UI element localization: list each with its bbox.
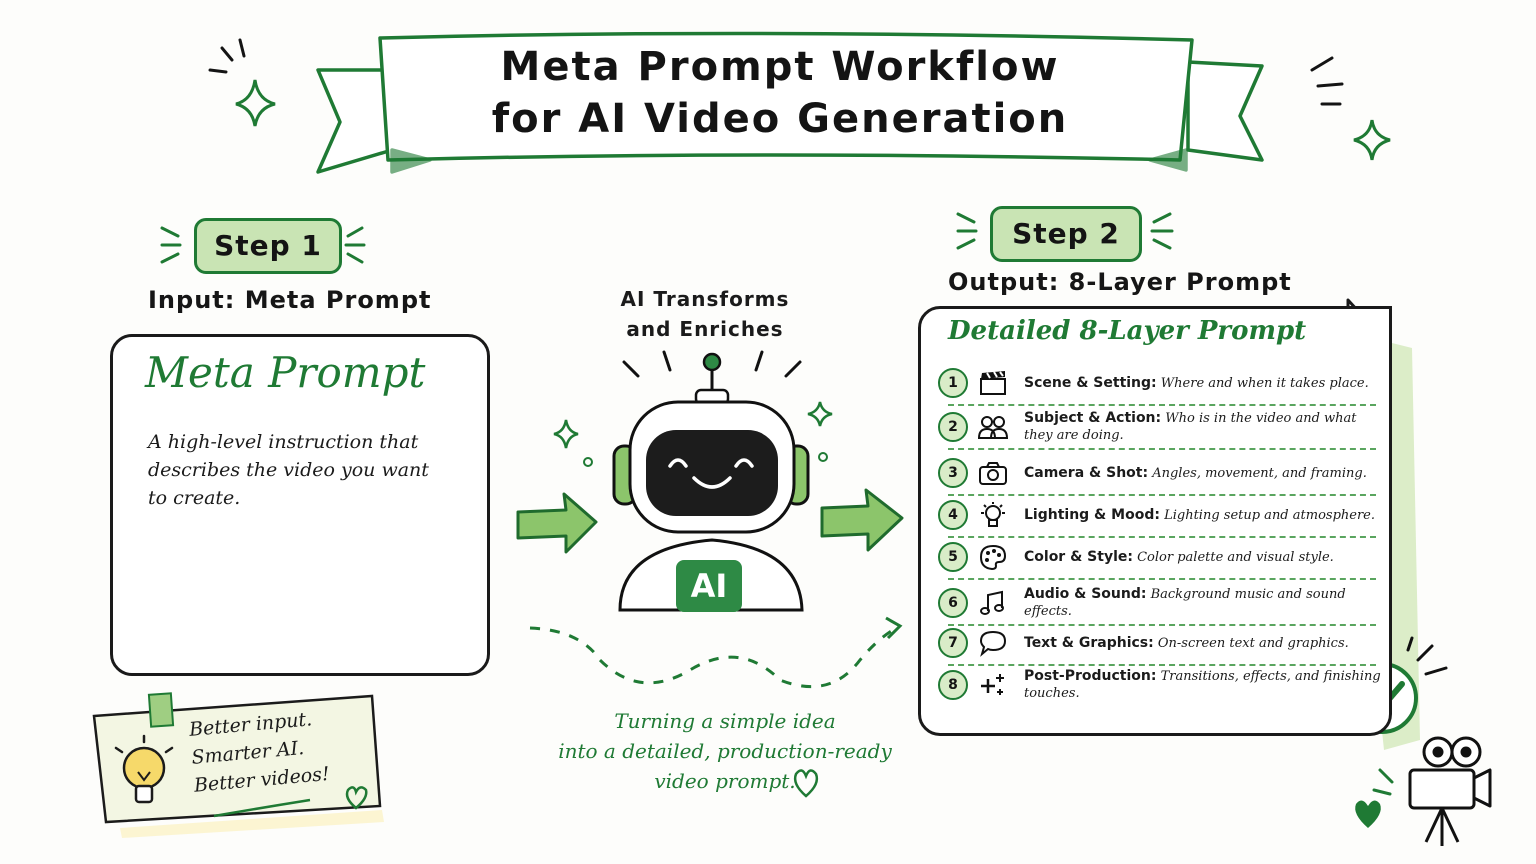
music-note-icon (976, 588, 1010, 618)
layer-item: 6 Audio & Sound: Background music and sou… (938, 582, 1383, 624)
step-1-heading: Input: Meta Prompt (148, 286, 432, 314)
layer-divider (948, 494, 1376, 496)
layer-name: Color & Style: (1024, 548, 1133, 565)
title-line-2: for AI Video Generation (491, 96, 1069, 142)
layer-name: Audio & Sound: (1024, 586, 1147, 602)
layer-text: Lighting & Mood: Lighting setup and atmo… (1024, 507, 1375, 524)
note-text: Better input. Smarter AI. Better videos! (188, 701, 365, 799)
layer-divider (948, 404, 1376, 406)
layer-text: Audio & Sound: Background music and soun… (1024, 586, 1383, 620)
layer-name: Lighting & Mood: (1024, 506, 1160, 523)
flow-dashed-arrow (529, 624, 901, 689)
layer-name: Camera & Shot: (1024, 464, 1149, 481)
layer-number-badge: 3 (938, 458, 968, 488)
layer-description: Background music and sound effects. (1024, 587, 1346, 619)
layer-description: Who is in the video and what they are do… (1024, 411, 1357, 443)
arrow-right-icon (516, 488, 904, 554)
layer-text: Post-Production: Transitions, effects, a… (1024, 668, 1383, 702)
layer-number-badge: 8 (938, 670, 968, 700)
heart-icon (1355, 800, 1381, 828)
layer-divider (948, 536, 1376, 538)
layer-number-badge: 1 (938, 368, 968, 398)
speech-bubble-icon (976, 628, 1010, 658)
lightbulb-icon (114, 734, 174, 804)
camera-icon (976, 458, 1010, 488)
layer-item: 4 Lighting & Mood: Lighting setup and atm… (938, 494, 1383, 536)
film-camera-icon (1408, 736, 1492, 846)
meta-prompt-description: A high-level instruction that describes … (148, 431, 429, 509)
flow-caption: Turning a simple idea into a detailed, p… (540, 706, 910, 796)
layer-item: 8 Post-Production: Transitions, effects, … (938, 664, 1383, 706)
caption-line-1: Turning a simple idea (614, 709, 836, 733)
caption-line-3: video prompt. (654, 769, 796, 793)
layer-description: On-screen text and graphics. (1157, 635, 1349, 651)
layer-name: Scene & Setting: (1024, 374, 1157, 391)
layer-name: Subject & Action: (1024, 410, 1162, 426)
layer-name: Text & Graphics: (1024, 634, 1154, 651)
layer-divider (948, 578, 1376, 580)
caption-line-2: into a detailed, production-ready (558, 739, 892, 763)
meta-prompt-card (110, 334, 490, 676)
layer-text: Color & Style: Color palette and visual … (1024, 549, 1334, 566)
layer-divider (948, 448, 1376, 450)
layer-item: 1 Scene & Setting: Where and when it take… (938, 362, 1383, 404)
layer-text: Camera & Shot: Angles, movement, and fra… (1024, 465, 1367, 482)
layer-number-badge: 7 (938, 628, 968, 658)
layer-description: Color palette and visual style. (1137, 549, 1334, 565)
layer-number-badge: 5 (938, 542, 968, 572)
layer-number-badge: 6 (938, 588, 968, 618)
robot-ai-label: AI (676, 560, 742, 612)
layer-description: Where and when it takes place. (1160, 375, 1369, 391)
title-line-1: Meta Prompt Workflow (500, 44, 1060, 90)
step-2-heading: Output: 8-Layer Prompt (948, 268, 1292, 296)
layer-description: Angles, movement, and framing. (1152, 465, 1367, 481)
layer-number-badge: 2 (938, 412, 968, 442)
layer-description: Transitions, effects, and finishing touc… (1024, 669, 1381, 701)
layer-divider (948, 624, 1376, 626)
layer-description: Lighting setup and atmosphere. (1164, 507, 1375, 523)
layer-item: 3 Camera & Shot: Angles, movement, and fr… (938, 452, 1383, 494)
step-1-badge: Step 1 (194, 218, 342, 274)
meta-prompt-title: Meta Prompt (145, 348, 426, 397)
ai-transforms-line-2: and Enriches (626, 317, 784, 341)
output-card-title: Detailed 8-Layer Prompt (948, 316, 1307, 346)
layer-text: Subject & Action: Who is in the video an… (1024, 410, 1383, 444)
step-2-badge: Step 2 (990, 206, 1142, 262)
layer-name: Post-Production: (1024, 668, 1157, 684)
lightbulb-icon (976, 500, 1010, 530)
layer-item: 2 Subject & Action: Who is in the video a… (938, 406, 1383, 448)
sparkles-icon (976, 670, 1010, 700)
layer-number-badge: 4 (938, 500, 968, 530)
layer-divider (948, 664, 1376, 666)
layer-text: Scene & Setting: Where and when it takes… (1024, 375, 1369, 392)
clapperboard-icon (976, 368, 1010, 398)
layer-item: 7 Text & Graphics: On-screen text and gra… (938, 622, 1383, 664)
layer-item: 5 Color & Style: Color palette and visual… (938, 536, 1383, 578)
layer-text: Text & Graphics: On-screen text and grap… (1024, 635, 1349, 652)
ai-transforms-line-1: AI Transforms (620, 287, 790, 311)
palette-icon (976, 542, 1010, 572)
ai-transforms-heading: AI Transforms and Enriches (580, 284, 830, 344)
people-icon (976, 412, 1010, 442)
